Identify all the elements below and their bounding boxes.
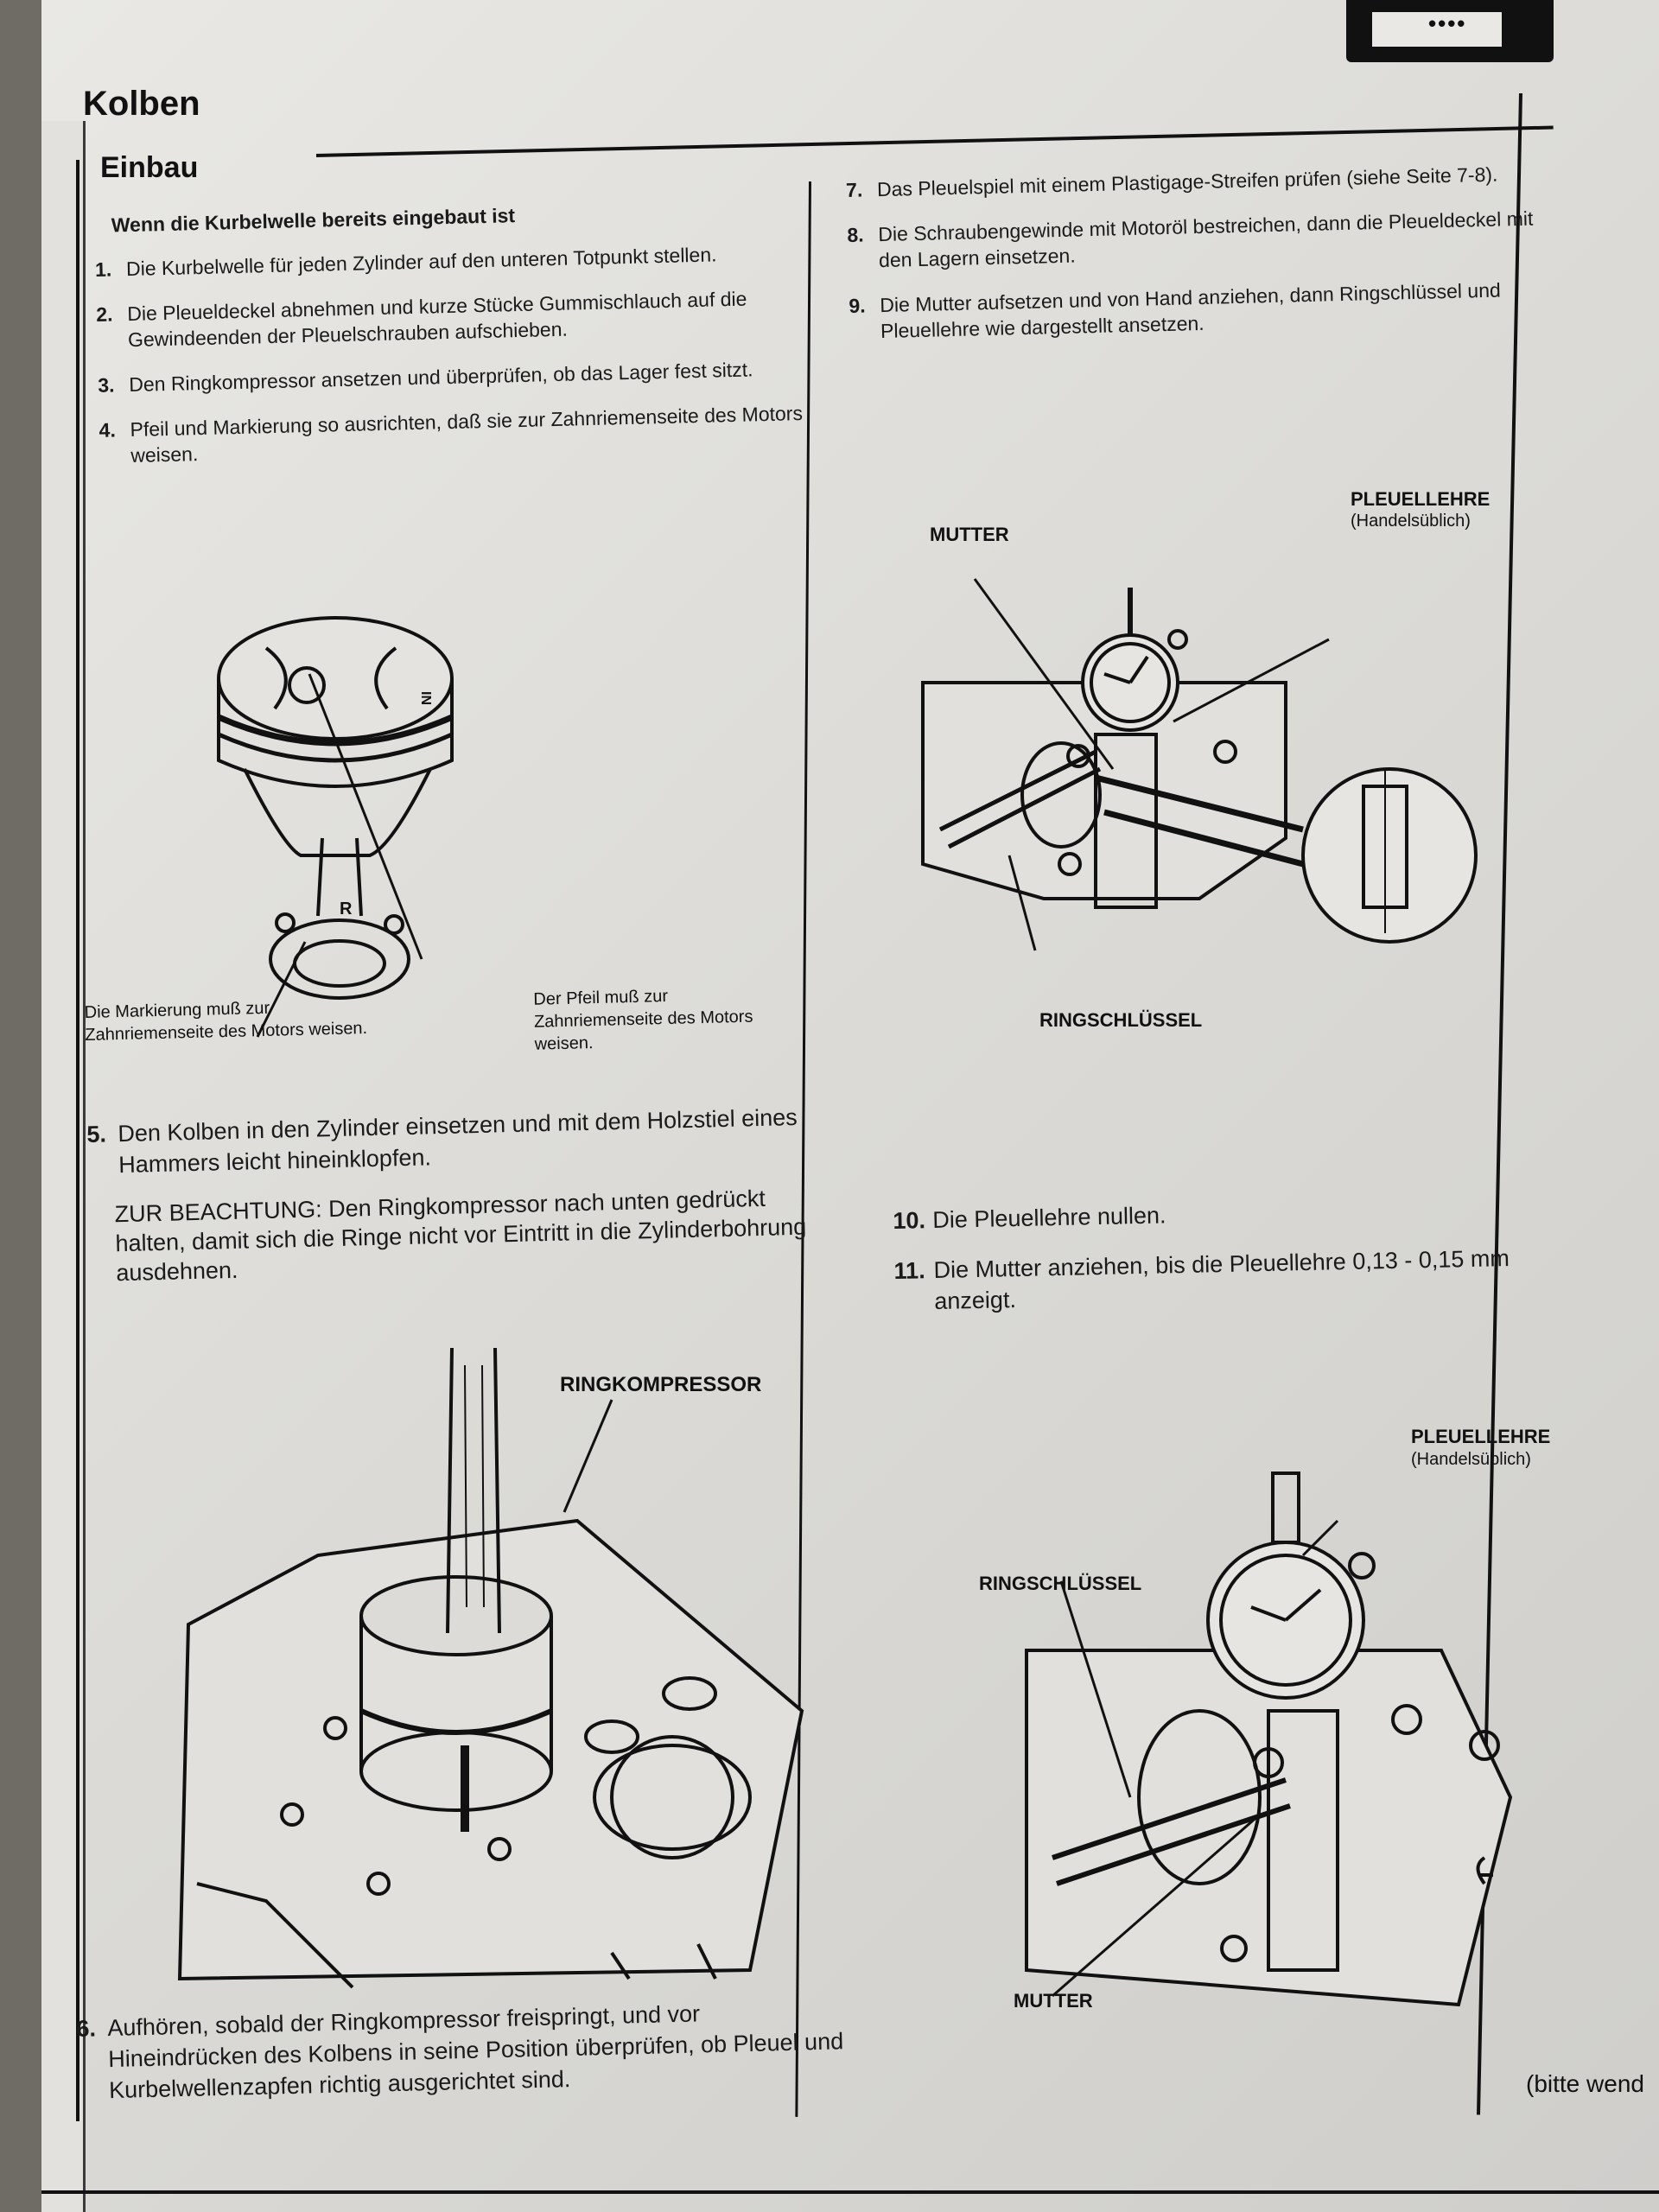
step-text: Die Mutter aufsetzen und von Hand anzieh… xyxy=(880,278,1502,343)
step-7: 7. Das Pleuelspiel mit einem Plastigage-… xyxy=(846,160,1554,203)
step-2: 2. Die Pleueldeckel abnehmen und kurze S… xyxy=(96,284,805,353)
gauge-sublabel-2: (Handelsüblich) xyxy=(1411,1450,1531,1469)
left-column: Wenn die Kurbelwelle bereits eingebaut i… xyxy=(93,180,809,488)
step-number: 7. xyxy=(845,178,863,201)
step-number: 9. xyxy=(849,294,866,317)
right-column: 7. Das Pleuelspiel mit einem Plastigage-… xyxy=(845,134,1559,364)
ring-compressor-label: RINGKOMPRESSOR xyxy=(560,1373,761,1396)
chapter-logo-icon: •••• xyxy=(1346,0,1554,62)
left-column-lower: 5. Den Kolben in den Zylinder einsetzen … xyxy=(86,1101,817,1313)
step-8: 8. Die Schraubengewinde mit Motoröl best… xyxy=(847,205,1556,274)
mark-r-label: R xyxy=(340,899,353,918)
step-number: 8. xyxy=(847,223,864,246)
step-4: 4. Pfeil und Markierung so ausrichten, d… xyxy=(99,400,808,469)
gauge-wrench-illustration-2 xyxy=(1025,1471,1513,2007)
step-6: 6. Aufhören, sobald der Ringkompressor f… xyxy=(76,1994,855,2107)
manual-page: •••• Kolben Einbau Wenn die Kurbelwelle … xyxy=(41,0,1659,2212)
wrench-label-2: RINGSCHLÜSSEL xyxy=(979,1573,1142,1594)
step-number: 10. xyxy=(893,1207,926,1234)
step-text: Pfeil und Markierung so ausrichten, daß … xyxy=(130,402,804,467)
gauge-sublabel-1: (Handelsüblich) xyxy=(1351,512,1471,531)
step-number: 11. xyxy=(893,1257,925,1284)
step-text: Aufhören, sobald der Ringkompressor frei… xyxy=(107,2000,844,2104)
content-frame xyxy=(76,160,1566,2121)
step-number: 3. xyxy=(98,373,115,397)
step-text: Die Mutter anziehen, bis die Pleuellehre… xyxy=(933,1245,1510,1315)
mark-in-label: IN xyxy=(418,691,433,705)
left-column-bottom: 6. Aufhören, sobald der Ringkompressor f… xyxy=(76,1994,856,2126)
piston-caption-left: Die Markierung muß zur Zahnriemenseite d… xyxy=(84,998,368,1046)
step-text: Das Pleuelspiel mit einem Plastigage-Str… xyxy=(876,162,1498,201)
step-text: Die Pleueldeckel abnehmen und kurze Stüc… xyxy=(126,287,747,352)
step-text: Die Schraubengewinde mit Motoröl bestrei… xyxy=(878,207,1534,272)
condition-heading: Wenn die Kurbelwelle bereits eingebaut i… xyxy=(111,204,516,237)
nut-label-2: MUTTER xyxy=(1014,1990,1093,2012)
bottom-rule xyxy=(41,2190,1659,2194)
continue-note: (bitte wend xyxy=(1526,2070,1644,2097)
step-text: Die Kurbelwelle für jeden Zylinder auf d… xyxy=(125,243,717,281)
step-9: 9. Die Mutter aufsetzen und von Hand anz… xyxy=(849,276,1558,345)
right-column-lower: 10. Die Pleuellehre nullen. 11. Die Mutt… xyxy=(893,1192,1569,1337)
page-title: Kolben xyxy=(83,85,200,123)
note-text: ZUR BEACHTUNG: Den Ringkompressor nach u… xyxy=(114,1185,807,1287)
step-number: 1. xyxy=(94,257,112,281)
step-number: 6. xyxy=(76,2015,97,2042)
step-number: 2. xyxy=(96,302,113,326)
piston-caption-right: Der Pfeil muß zur Zahnriemenseite des Mo… xyxy=(533,986,753,1054)
ring-compressor-illustration: RINGKOMPRESSOR xyxy=(177,1348,804,1989)
step-text: Den Ringkompressor ansetzen und überprüf… xyxy=(128,358,753,397)
step-3: 3. Den Ringkompressor ansetzen und überp… xyxy=(98,355,806,398)
gauge-label-1: PLEUELLEHRE xyxy=(1351,488,1491,510)
step-number: 4. xyxy=(99,418,117,442)
section-heading: Einbau xyxy=(100,151,199,184)
gauge-wrench-illustration-1 xyxy=(921,578,1478,951)
step-1: 1. Die Kurbelwelle für jeden Zylinder au… xyxy=(95,239,804,283)
gauge-label-2: PLEUELLEHRE xyxy=(1411,1426,1551,1447)
step-11: 11. Die Mutter anziehen, bis die Pleuell… xyxy=(893,1242,1568,1318)
nut-label-1: MUTTER xyxy=(930,524,1009,545)
piston-illustration: R IN xyxy=(217,616,454,1038)
step-number: 5. xyxy=(86,1121,107,1147)
wrench-label-1: RINGSCHLÜSSEL xyxy=(1039,1009,1203,1031)
